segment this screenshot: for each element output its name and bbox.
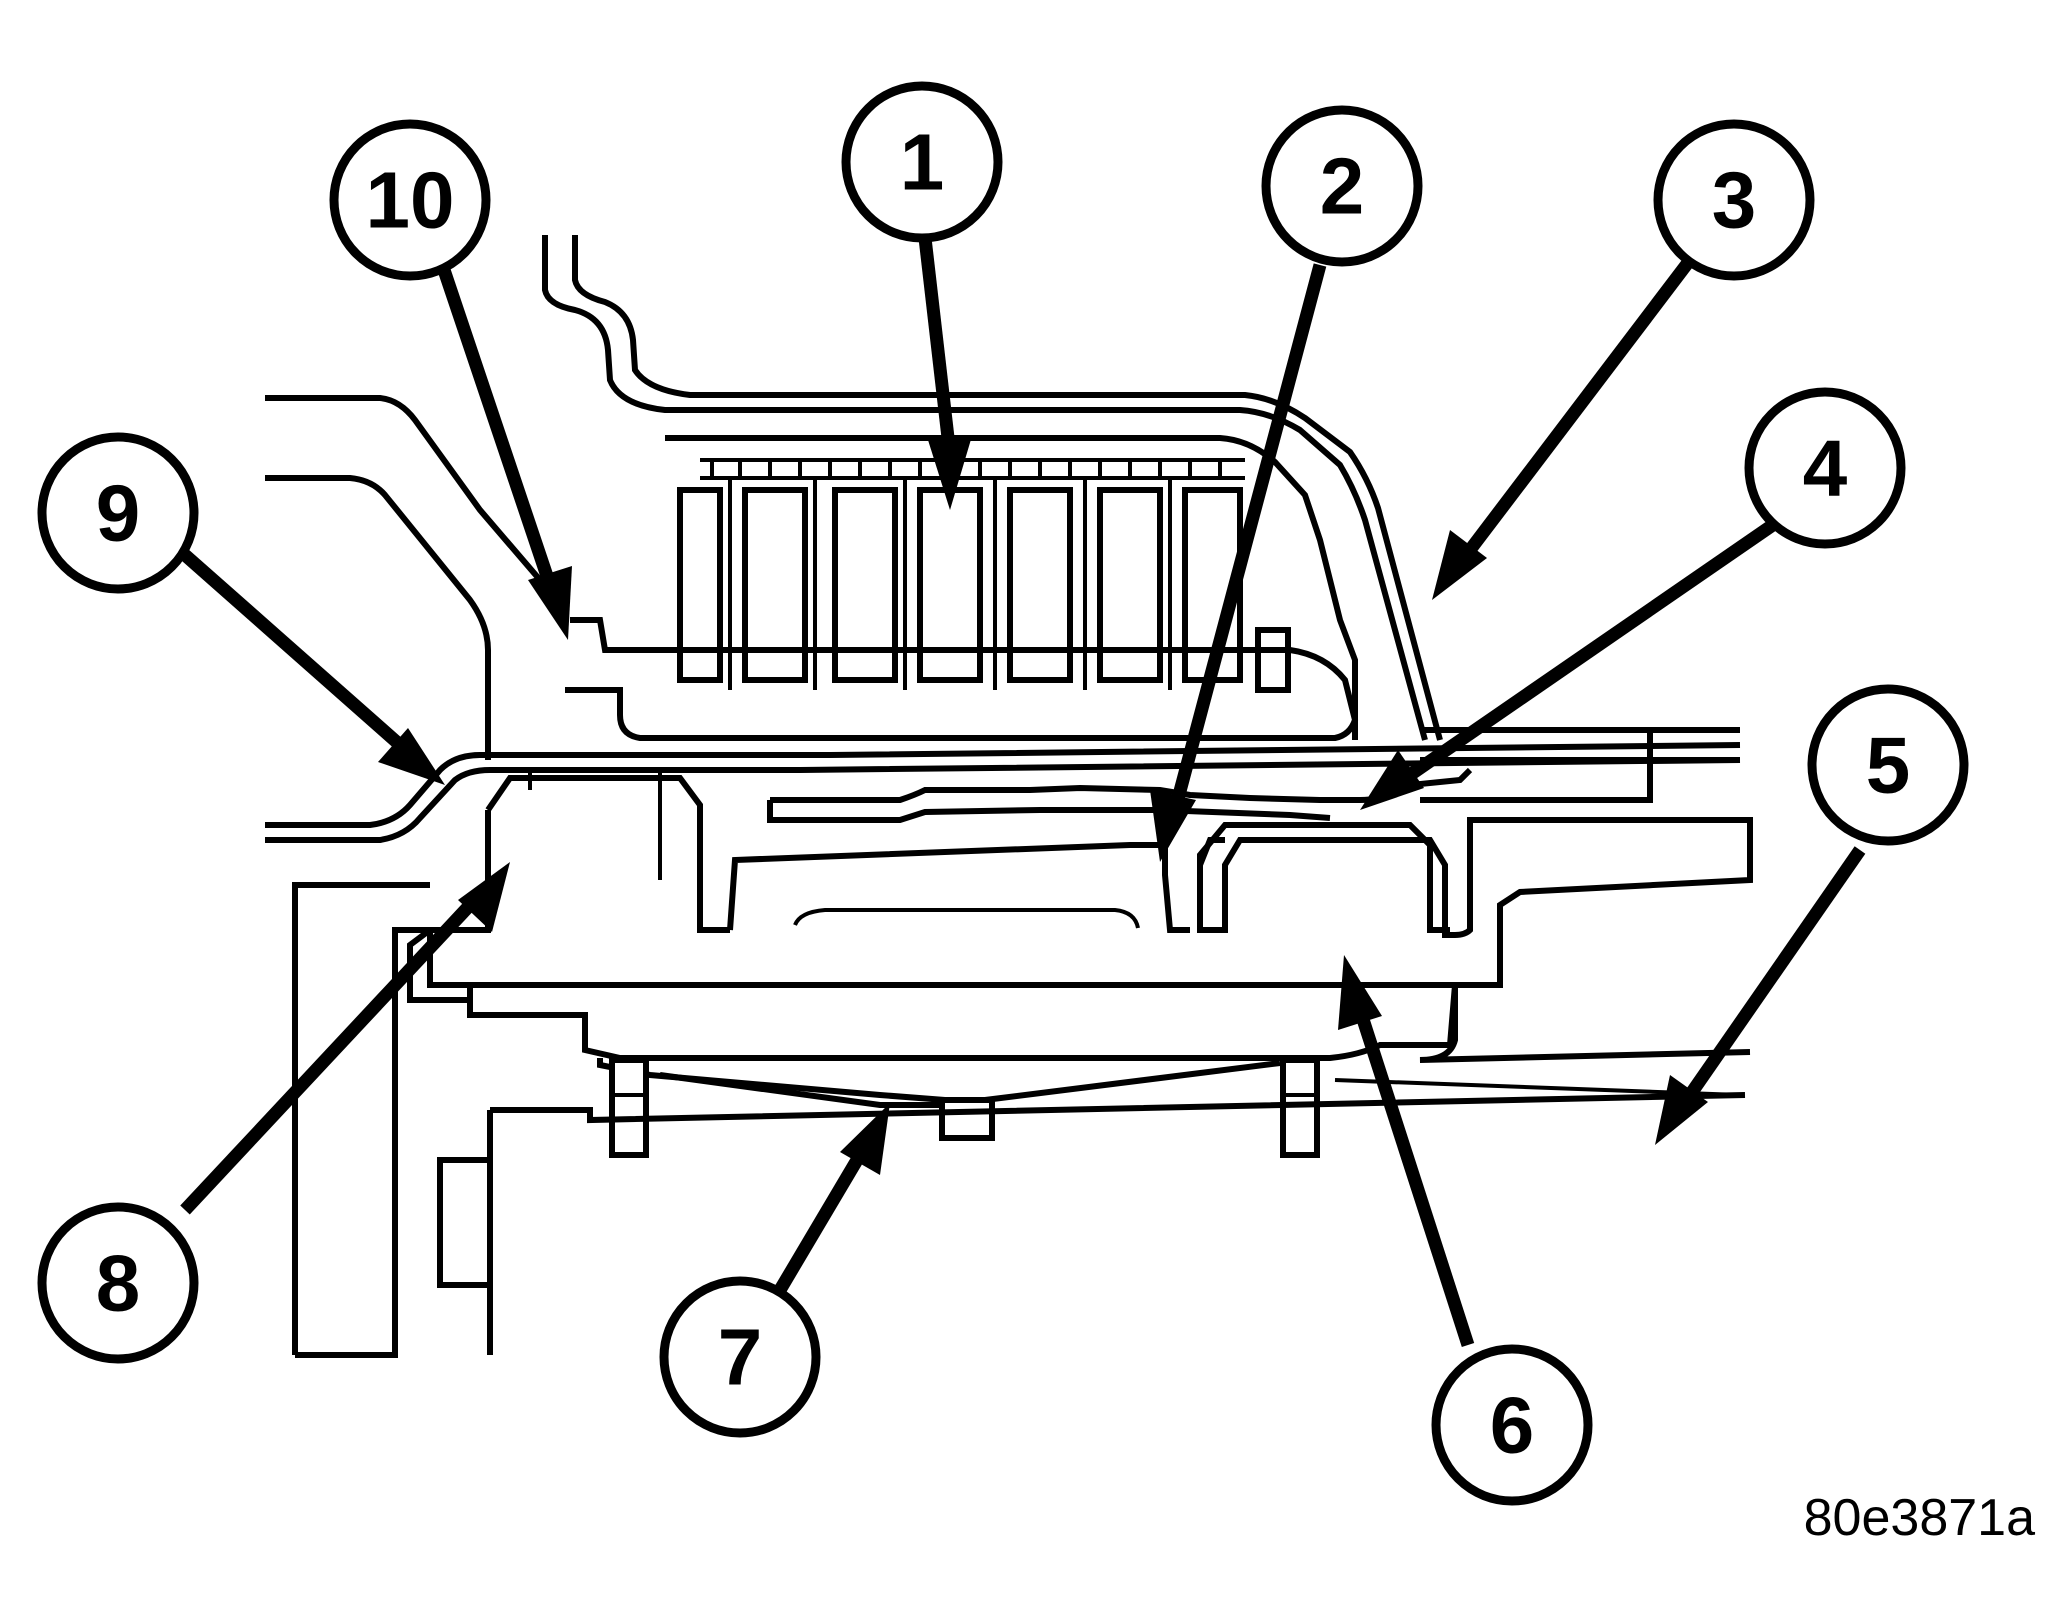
callout-6: 6 [1431, 1344, 1593, 1506]
hub-lower-right [1419, 985, 1751, 1063]
piston-left-outline [427, 810, 1753, 988]
callout-1: 1 [841, 81, 1003, 243]
callout-10: 10 [329, 119, 491, 281]
pressure-plate [565, 617, 1359, 741]
clutch-retainer-outer [542, 235, 1428, 741]
clutch-plates [677, 480, 1291, 693]
hub-body [430, 982, 1458, 1061]
callout-2-label: 2 [1320, 142, 1365, 231]
callout-4-label: 4 [1803, 424, 1848, 513]
input-housing-lower [265, 475, 491, 760]
callout-6-label: 6 [1490, 1381, 1535, 1470]
base-line [490, 1092, 1746, 1124]
bolt-left [609, 1057, 649, 1158]
callout-3-label: 3 [1712, 156, 1757, 245]
piston-step [770, 767, 1473, 803]
callout-7-label: 7 [718, 1313, 763, 1402]
left-support [292, 882, 493, 1358]
clutch-teeth [700, 458, 1245, 480]
leader-arrows [180, 237, 1866, 1347]
callout-8: 8 [37, 1202, 199, 1364]
callout-4: 4 [1744, 387, 1906, 549]
clutch-retainer-inner [572, 235, 1443, 741]
piston-right-block [1197, 822, 1450, 933]
piston-left-block [485, 775, 730, 933]
retainer-step-line [665, 435, 1358, 740]
callout-9: 9 [37, 432, 199, 594]
callout-2: 2 [1261, 105, 1423, 267]
snap-ring-lines-inner [265, 757, 1741, 843]
snap-ring-lines [265, 742, 1741, 828]
callout-9-label: 9 [96, 469, 141, 558]
callout-10-label: 10 [366, 156, 455, 245]
figure-id: 80e3871a [1804, 1489, 2035, 1547]
callout-3: 3 [1653, 119, 1815, 281]
callout-1-label: 1 [900, 118, 945, 207]
callout-8-label: 8 [96, 1239, 141, 1328]
bolt-center [939, 1097, 995, 1141]
input-housing-upper [265, 395, 568, 608]
callout-5-label: 5 [1866, 721, 1911, 810]
callout-5: 5 [1807, 684, 1969, 846]
callout-7: 7 [659, 1276, 821, 1438]
